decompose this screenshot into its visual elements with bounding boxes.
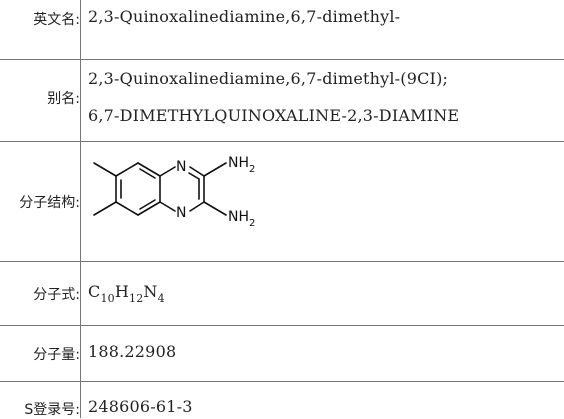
row-divider: [0, 381, 564, 382]
bond: [159, 201, 176, 212]
row-divider: [0, 141, 564, 142]
column-divider: [80, 0, 81, 418]
cas-value: 248606-61-3: [88, 397, 193, 416]
cas-label: S登录号:: [24, 402, 80, 418]
amine-bond-bottom: [203, 201, 227, 216]
bond: [137, 201, 161, 216]
structure-label: 分子结构:: [19, 195, 80, 211]
bond: [189, 166, 205, 177]
bond: [115, 201, 139, 216]
double-bond: [188, 172, 200, 180]
double-bond: [139, 168, 156, 179]
row-cas-number: S登录号: 248606-61-3: [0, 382, 564, 418]
formula-value: C10H12N4: [88, 282, 165, 305]
atom-n-bottom: N: [176, 205, 186, 221]
row-divider: [0, 59, 564, 60]
synonym-2: 6,7-DIMETHYLQUINOXALINE-2,3-DIAMINE: [88, 106, 460, 125]
molecular-weight-value: 188.22908: [88, 342, 177, 361]
methyl-bond-bottom: [93, 201, 117, 216]
bond: [115, 162, 139, 177]
row-english-name: 英文名: 2,3-Quinoxalinediamine,6,7-dimethyl…: [0, 0, 564, 59]
molecular-structure-diagram: N N NH2 NH2: [93, 155, 255, 229]
english-name-label: 英文名:: [33, 12, 80, 28]
row-structure: 分子结构:: [0, 142, 564, 261]
amine-bottom: NH2: [228, 209, 255, 229]
row-formula: 分子式: C10H12N4: [0, 262, 564, 325]
atom-n-top: N: [176, 159, 186, 175]
bond: [189, 201, 205, 212]
bond: [137, 162, 161, 177]
english-name-value: 2,3-Quinoxalinediamine,6,7-dimethyl-: [88, 7, 401, 26]
molecular-weight-label: 分子量:: [33, 347, 80, 363]
formula-label: 分子式:: [33, 287, 80, 303]
synonym-1: 2,3-Quinoxalinediamine,6,7-dimethyl-(9CI…: [88, 69, 449, 88]
amine-bond-top: [203, 162, 227, 177]
bond: [159, 166, 176, 177]
double-bond: [139, 199, 156, 210]
row-divider: [0, 261, 564, 262]
amine-top: NH2: [228, 155, 255, 175]
methyl-bond-top: [93, 162, 117, 177]
row-divider: [0, 325, 564, 326]
row-synonyms: 别名: 2,3-Quinoxalinediamine,6,7-dimethyl-…: [0, 60, 564, 141]
row-molecular-weight: 分子量: 188.22908: [0, 326, 564, 381]
synonyms-label: 别名:: [47, 91, 80, 107]
